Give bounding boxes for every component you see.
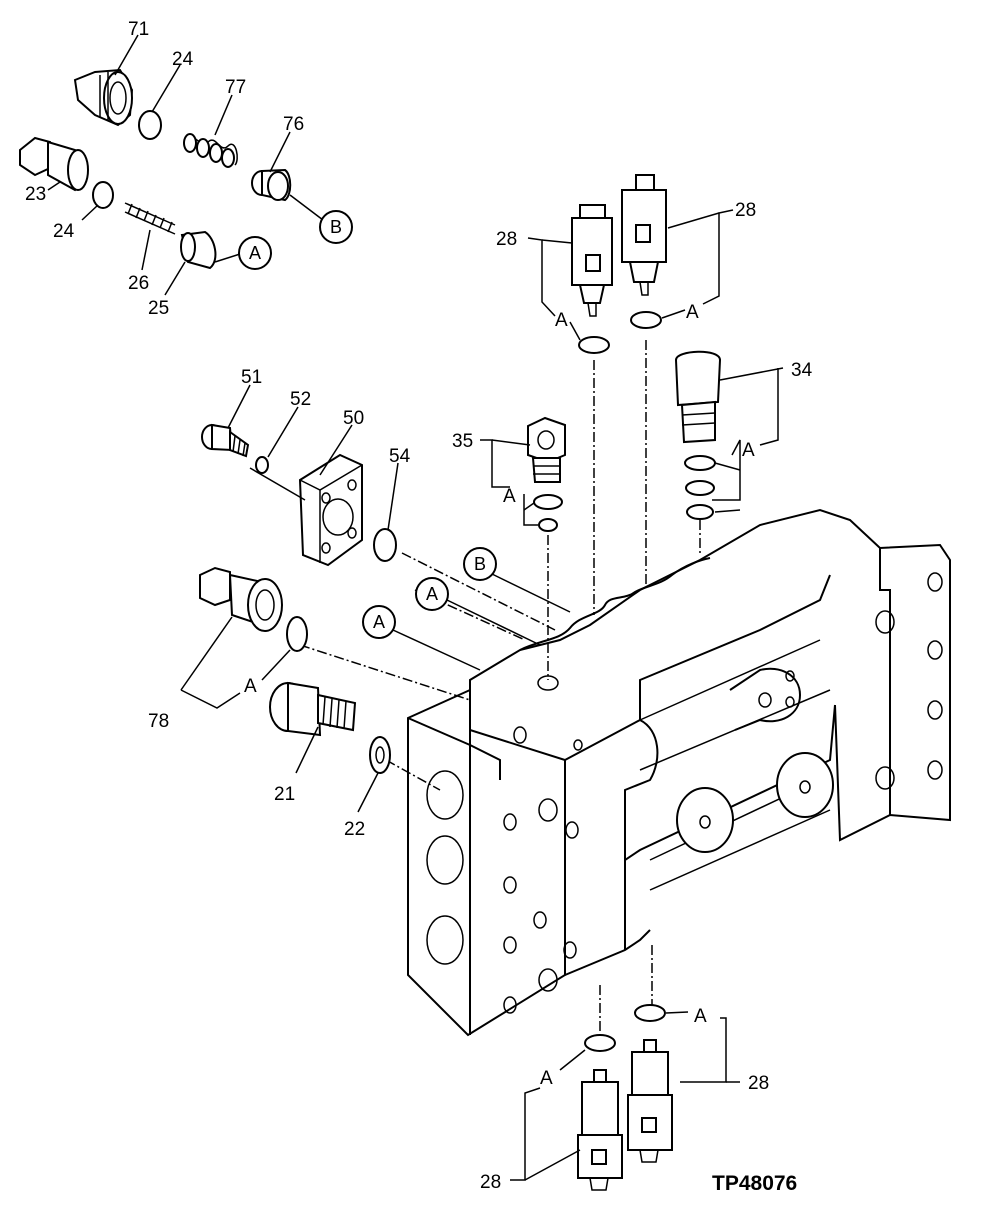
- callout-24-low: 24: [53, 221, 75, 242]
- callout-35: 35: [452, 431, 473, 452]
- part-28-valve-top-left: [571, 204, 613, 317]
- ref-a-35: A: [503, 486, 516, 507]
- ref-a-28-left: A: [555, 310, 568, 331]
- part-54-oring: [373, 528, 397, 562]
- svg-text:B: B: [330, 217, 342, 237]
- part-oring-28b: [630, 311, 662, 329]
- callout-22: 22: [344, 819, 365, 840]
- callout-76: 76: [283, 114, 304, 135]
- callout-78: 78: [148, 711, 169, 732]
- part-24-oring-low: [92, 181, 114, 209]
- svg-text:A: A: [373, 612, 385, 632]
- ref-a-34: A: [742, 440, 755, 461]
- callout-28-bottom-right: 28: [748, 1073, 769, 1094]
- part-oring-28c: [584, 1034, 616, 1052]
- part-28-valve-bottom-left: [577, 1069, 623, 1191]
- circled-ref-a-low: A: [362, 605, 396, 639]
- part-34-plug: [674, 350, 722, 444]
- ref-a-78: A: [244, 676, 257, 697]
- part-oring-28d: [634, 1004, 666, 1022]
- part-26-spring: [124, 202, 176, 235]
- callout-24-top: 24: [172, 49, 194, 70]
- svg-text:A: A: [426, 584, 438, 604]
- callout-28-bottom-left: 28: [480, 1172, 501, 1193]
- part-52-washer: [255, 456, 269, 474]
- callout-26: 26: [128, 273, 149, 294]
- circled-ref-b-mid: B: [463, 547, 497, 581]
- ref-a-28-right: A: [686, 302, 699, 323]
- part-oring-34a: [684, 455, 716, 471]
- part-51-screw: [201, 423, 250, 458]
- part-24-oring-top: [138, 110, 162, 140]
- callout-54: 54: [389, 446, 411, 467]
- ref-a-28-bottom-left: A: [540, 1068, 553, 1089]
- assembly-lines: [299, 340, 701, 1035]
- part-71-plug: [73, 68, 134, 127]
- part-25-valve-seat: [180, 230, 217, 270]
- part-77-spring: [183, 133, 238, 168]
- callout-50: 50: [343, 408, 364, 429]
- callout-21: 21: [274, 784, 295, 805]
- part-28-valve-top-right: [621, 174, 667, 296]
- part-oring-35a: [533, 494, 563, 510]
- valve-body: [407, 508, 951, 1037]
- part-oring-35b: [538, 518, 558, 532]
- part-28-valve-bottom-right: [627, 1039, 673, 1163]
- callout-71: 71: [128, 19, 149, 40]
- circled-ref-a-top: A: [238, 236, 272, 270]
- part-oring-28a: [578, 336, 610, 354]
- callout-51: 51: [241, 367, 262, 388]
- callout-28-top-left: 28: [496, 229, 517, 250]
- part-76-poppet: [251, 168, 292, 202]
- part-oring-78: [286, 616, 308, 652]
- circled-ref-a-mid: A: [415, 577, 449, 611]
- part-oring-34b: [685, 480, 715, 496]
- part-50-cover-plate: [298, 453, 363, 567]
- callout-25: 25: [148, 298, 169, 319]
- part-35-plug: [527, 416, 566, 483]
- part-oring-34c: [686, 504, 714, 520]
- part-21-bolt: [269, 681, 357, 737]
- callout-52: 52: [290, 389, 311, 410]
- callout-leaders: [47, 34, 784, 1181]
- svg-text:A: A: [249, 243, 261, 263]
- callout-23: 23: [25, 184, 46, 205]
- callout-34: 34: [791, 360, 813, 381]
- callout-28-top-right: 28: [735, 200, 756, 221]
- figure-id: TP48076: [712, 1172, 797, 1195]
- svg-text:B: B: [474, 554, 486, 574]
- circled-ref-b-top: B: [319, 210, 353, 244]
- ref-a-28-bottom-right: A: [694, 1006, 707, 1027]
- callout-77: 77: [225, 77, 246, 98]
- part-23-fitting: [19, 136, 89, 192]
- part-22-washer: [369, 736, 391, 774]
- part-78-relief-valve: [199, 566, 283, 632]
